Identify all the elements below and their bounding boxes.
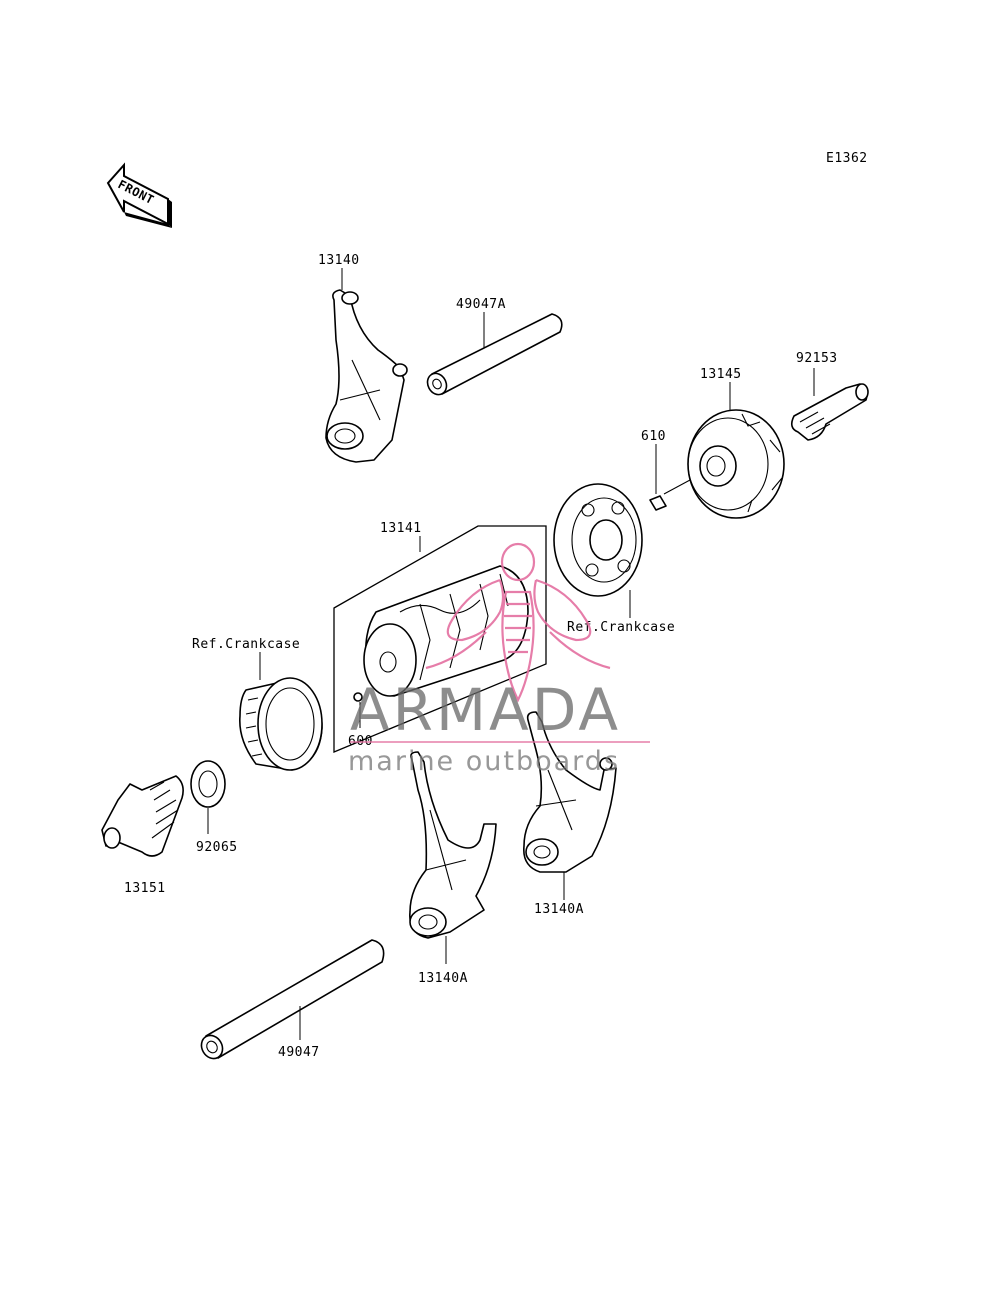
callout-ref-crankcase-left: Ref.Crankcase [192, 637, 300, 652]
shift-fork-middle [409, 751, 497, 939]
diagram-id-label: E1362 [826, 151, 868, 166]
neutral-stopper-13151 [101, 775, 184, 857]
shift-cam-plate [687, 409, 785, 519]
callout-92065: 92065 [196, 840, 238, 855]
callout-92153: 92153 [796, 351, 838, 366]
shift-rod-upper [426, 313, 563, 396]
armada-watermark-logo: ARMADA marine outboards [348, 542, 650, 777]
front-direction-arrow-icon: FRONT [106, 162, 172, 228]
callout-13140A-right: 13140A [534, 902, 584, 917]
shift-fork-upper [325, 289, 408, 463]
washer-92065 [190, 760, 226, 808]
shift-cam-bolt [790, 383, 869, 441]
callout-610: 610 [641, 429, 666, 444]
ball-bearing-right [553, 483, 643, 597]
callout-13140: 13140 [318, 253, 360, 268]
callout-49047: 49047 [278, 1045, 320, 1060]
callout-13140A-middle: 13140A [418, 971, 468, 986]
drum-pin-600 [353, 692, 363, 728]
shift-rod-lower [200, 939, 385, 1060]
callout-13151: 13151 [124, 881, 166, 896]
watermark-brand: ARMADA [350, 676, 621, 744]
dowel-pin-610 [649, 479, 691, 511]
callout-49047A: 49047A [456, 297, 506, 312]
callout-13145: 13145 [700, 367, 742, 382]
callout-13141: 13141 [380, 521, 422, 536]
needle-bearing-left [239, 677, 323, 771]
shift-fork-right [523, 711, 617, 873]
callout-ref-crankcase-right: Ref.Crankcase [567, 620, 675, 635]
watermark-tagline: marine outboards [348, 746, 620, 777]
